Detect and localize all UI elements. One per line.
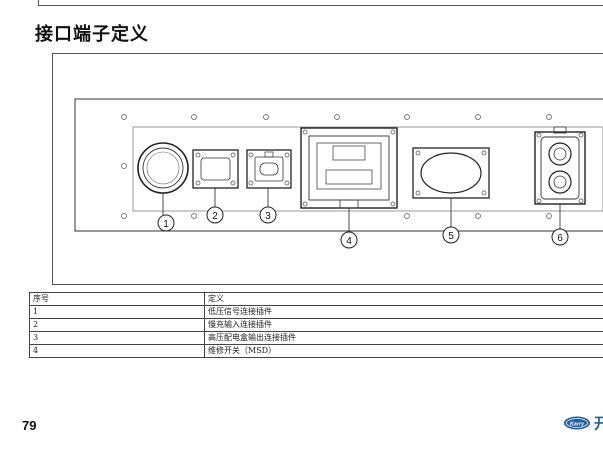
connector-5-oval-plug [412,147,490,199]
table-row: 2 慢充输入连接插件 [29,318,603,332]
connector-3-hv-output [246,149,292,189]
connector-1-round-plug [137,142,189,194]
brand-partial-text: 开 [594,415,603,433]
table-row: 3 高压配电盒输出连接插件 [29,331,603,345]
interface-definition-table: 序号 定义 1 低压信号连接插件 2 慢充输入连接插件 3 高压配电盒输出连接插… [29,292,603,358]
table-header-row: 序号 定义 [29,292,603,306]
callout-label-2: 2 [212,211,218,222]
row-index: 2 [29,318,205,332]
callout-circle-3 [259,206,277,224]
interface-panel-diagram: 1 2 3 4 5 6 [74,98,603,249]
interface-figure-frame [52,53,603,285]
top-frame-line [38,0,603,6]
row-index: 3 [29,331,205,345]
karry-brand-logo: Karry 开 [564,415,603,433]
callout-label-3: 3 [265,211,271,222]
table-row: 4 维修开关（MSD） [29,344,603,358]
row-definition: 慢充输入连接插件 [204,318,603,332]
row-definition: 高压配电盒输出连接插件 [204,331,603,345]
page-number: 79 [22,418,37,433]
row-definition: 低压信号连接插件 [204,305,603,319]
callout-circles [157,206,569,249]
callout-circle-1 [157,214,175,232]
callout-circle-2 [206,206,224,224]
connector-6-dual-round [534,126,586,205]
callout-circle-6 [551,228,569,246]
connector-2-square-inlet [192,149,239,189]
callout-label-1: 1 [163,219,169,230]
callout-leaders [162,188,561,232]
row-index: 1 [29,305,205,319]
panel-inner-frame [132,126,603,212]
section-title: 接口端子定义 [35,24,149,45]
callout-circle-5 [442,226,460,244]
callout-label-4: 4 [346,236,352,247]
karry-logo-text: Karry [570,421,585,427]
connector-4-msd-switch [300,127,398,209]
callout-circle-4 [340,231,358,249]
callout-label-5: 5 [448,231,454,242]
row-definition: 维修开关（MSD） [204,344,603,358]
row-index: 4 [29,344,205,358]
header-index: 序号 [29,292,205,306]
header-definition: 定义 [204,292,603,306]
callout-label-6: 6 [557,233,563,244]
table-row: 1 低压信号连接插件 [29,305,603,319]
